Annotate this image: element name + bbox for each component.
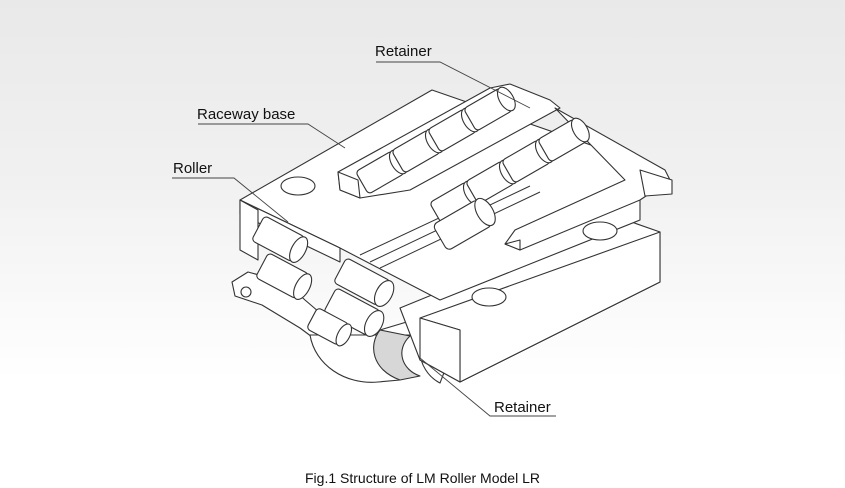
figure-caption: Fig.1 Structure of LM Roller Model LR — [305, 470, 540, 486]
label-roller: Roller — [173, 160, 213, 177]
leader-lines — [172, 61, 556, 417]
leader-retainer-bottom — [419, 357, 556, 417]
label-raceway-base: Raceway base — [197, 106, 296, 123]
label-retainer-top: Retainer — [375, 43, 432, 60]
lower-body-block — [399, 217, 661, 383]
upper-rollers — [356, 86, 590, 250]
leader-roller — [172, 177, 289, 223]
leader-raceway-base — [198, 123, 346, 149]
lower-rollers — [252, 216, 395, 347]
leader-retainer-top — [376, 61, 531, 109]
label-retainer-bottom: Retainer — [494, 399, 551, 416]
